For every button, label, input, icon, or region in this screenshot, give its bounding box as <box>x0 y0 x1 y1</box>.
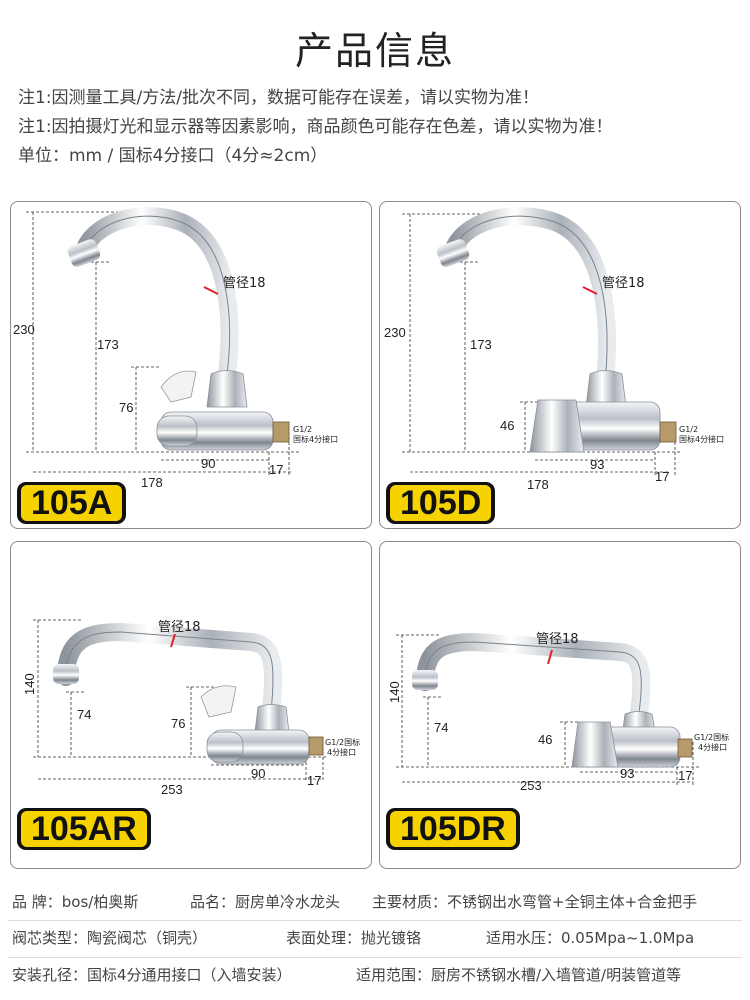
spec-scope: 适用范围：厨房不锈钢水槽/入墙管道/明装管道等 <box>356 966 682 984</box>
dim-reach: 253 <box>161 782 183 797</box>
faucet-drawing <box>67 207 290 451</box>
dim-body: 93 <box>620 766 634 781</box>
faucet-drawing <box>53 622 324 765</box>
spec-material: 主要材质：不锈钢出水弯管+全铜主体+合金把手 <box>372 893 698 911</box>
spec-row: 安装孔径：国标4分通用接口（入墙安装） 适用范围：厨房不锈钢水槽/入墙管道/明装… <box>0 958 750 992</box>
dim-handle: 46 <box>500 418 514 433</box>
spec-surface: 表面处理：抛光镀铬 <box>286 929 422 947</box>
faucet-drawing <box>436 207 677 453</box>
spec-table: 品 牌：bos/柏奥斯 品名：厨房单冷水龙头 主要材质：不锈钢出水弯管+全铜主体… <box>0 885 750 1000</box>
dim-body: 90 <box>201 456 215 471</box>
spec-install: 安装孔径：国标4分通用接口（入墙安装） <box>12 966 292 984</box>
connector-label-2: 国标4分接口 <box>293 434 338 444</box>
dim-thread: 17 <box>269 462 283 477</box>
divider <box>8 920 742 921</box>
dim-spout: 173 <box>470 337 492 352</box>
dim-handle: 76 <box>119 400 133 415</box>
note-measurement: 注1:因测量工具/方法/批次不同，数据可能存在误差，请以实物为准！ <box>18 88 539 108</box>
connector-label-1: G1/2国标 <box>694 732 729 742</box>
dim-handle: 46 <box>538 732 552 747</box>
dim-height: 230 <box>384 325 406 340</box>
dim-thread: 17 <box>678 768 692 783</box>
dim-body: 90 <box>251 766 265 781</box>
pipe-diameter-label: 管径18 <box>158 620 201 635</box>
spec-name: 品名：厨房单冷水龙头 <box>190 893 341 911</box>
model-card-105ar: 管径18 140 74 76 90 17 253 G1/2国标 4分接口 105… <box>10 541 372 869</box>
pipe-diameter-label: 管径18 <box>223 276 266 291</box>
spec-brand: 品 牌：bos/柏奥斯 <box>12 893 139 911</box>
dim-body: 93 <box>590 457 604 472</box>
faucet-diagram-105ar: 管径18 140 74 76 90 17 253 G1/2国标 4分接口 <box>22 619 360 797</box>
connector-label-1: G1/2国标 <box>325 737 360 747</box>
model-badge: 105AR <box>17 808 151 850</box>
spec-row: 阀芯类型：陶瓷阀芯（铜壳） 表面处理：抛光镀铬 适用水压：0.05Mpa~1.0… <box>0 921 750 955</box>
connector-label-1: G1/2 <box>679 425 698 434</box>
dim-height: 140 <box>387 681 402 703</box>
dim-spout: 74 <box>434 720 448 735</box>
connector-label-2: 4分接口 <box>327 747 356 757</box>
page-title: 产品信息 <box>294 29 455 73</box>
model-card-105dr: 管径18 140 74 46 93 17 253 G1/2国标 4分接口 105… <box>379 541 741 869</box>
dim-handle: 76 <box>171 716 185 731</box>
faucet-diagram-105a: 管径18 230 173 76 90 17 178 G1/2 国标4分接口 <box>13 207 338 490</box>
notes: 注1:因测量工具/方法/批次不同，数据可能存在误差，请以实物为准！ 注1:因拍摄… <box>18 84 613 171</box>
dim-thread: 17 <box>307 773 321 788</box>
spec-row: 品 牌：bos/柏奥斯 品名：厨房单冷水龙头 主要材质：不锈钢出水弯管+全铜主体… <box>0 885 750 919</box>
model-card-105a: 管径18 230 173 76 90 17 178 G1/2 国标4分接口 10… <box>10 201 372 529</box>
dim-thread: 17 <box>655 469 669 484</box>
connector-label-1: G1/2 <box>293 425 312 434</box>
dim-reach: 253 <box>520 778 542 793</box>
model-badge: 105D <box>386 482 496 524</box>
divider <box>8 957 742 958</box>
dim-height: 230 <box>13 322 35 337</box>
connector-label-2: 4分接口 <box>698 742 727 752</box>
note-color: 注1:因拍摄灯光和显示器等因素影响，商品颜色可能存在色差，请以实物为准！ <box>18 117 613 137</box>
dim-spout: 173 <box>97 337 119 352</box>
spec-pressure: 适用水压：0.05Mpa~1.0Mpa <box>486 929 695 947</box>
model-badge: 105A <box>17 482 127 524</box>
dim-reach: 178 <box>141 475 163 490</box>
model-card-105d: 管径18 230 173 46 93 17 178 G1/2 国标4分接口 10… <box>379 201 741 529</box>
dim-spout: 74 <box>77 707 91 722</box>
note-unit: 单位：mm / 国标4分接口（4分≈2cm） <box>18 146 328 166</box>
dim-height: 140 <box>22 673 37 695</box>
pipe-diameter-label: 管径18 <box>602 276 645 291</box>
spec-valve: 阀芯类型：陶瓷阀芯（铜壳） <box>12 929 208 947</box>
dim-reach: 178 <box>527 477 549 492</box>
faucet-drawing <box>412 632 693 768</box>
model-badge: 105DR <box>386 808 520 850</box>
faucet-diagram-105dr: 管径18 140 74 46 93 17 253 G1/2国标 4分接口 <box>387 632 729 793</box>
pipe-diameter-label: 管径18 <box>536 632 579 647</box>
connector-label-2: 国标4分接口 <box>679 434 724 444</box>
faucet-diagram-105d: 管径18 230 173 46 93 17 178 G1/2 国标4分接口 <box>384 207 724 492</box>
